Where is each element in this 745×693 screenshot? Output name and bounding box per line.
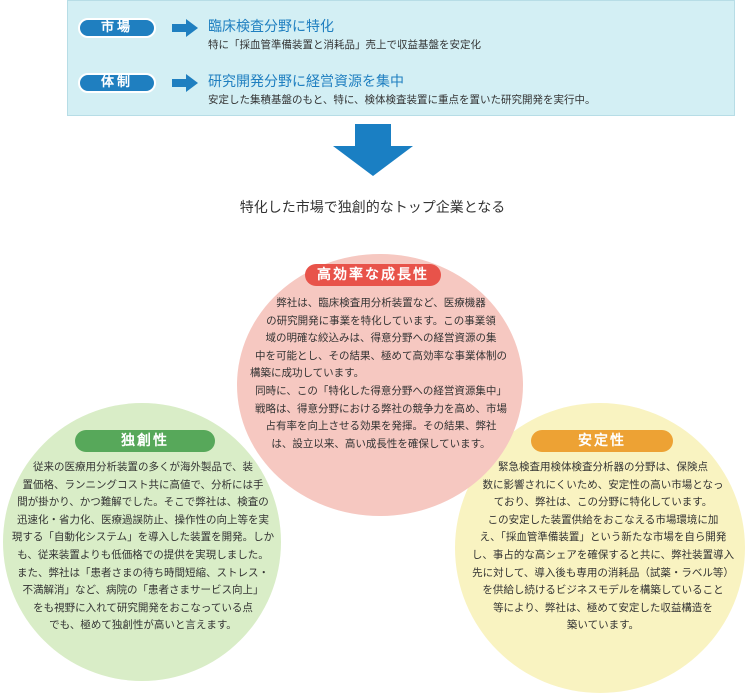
market-title: 臨床検査分野に特化 bbox=[208, 19, 334, 35]
originality-line: をも視野に入れて研究開発をおこなっている点 bbox=[33, 601, 253, 614]
originality-line: 不満解消」など、病院の「患者さまサービス向上」 bbox=[22, 584, 264, 597]
stability-text: 緊急検査用検体検査分析器の分野は、保険点 数に影響されにくいため、安定性の高い市… bbox=[465, 459, 741, 635]
stability-line: 数に影響されにくいため、安定性の高い市場となっ bbox=[482, 478, 724, 491]
market-sub: 特に「採血管準備装置と消耗品」売上で収益基盤を安定化 bbox=[208, 39, 481, 51]
growth-line: の研究開発に事業を特化しています。この事業領 bbox=[266, 314, 496, 327]
originality-badge: 独創性 bbox=[75, 430, 215, 452]
originality-line: 従来の医療用分析装置の多くが海外製品で、装 bbox=[32, 461, 254, 473]
growth-line: 中を可能とし、その結果、極めて高効率な事業体制の bbox=[255, 349, 507, 362]
growth-text: 弊社は、臨床検査用分析装置など、医療機器 の研究開発に事業を特化しています。この… bbox=[238, 295, 524, 453]
structure-title: 研究開発分野に経営資源を集中 bbox=[208, 74, 404, 90]
stability-line: し、事占的な高シェアを確保すると共に、弊社装置導入 bbox=[471, 548, 735, 561]
originality-line: また、弊社は「患者さまの待ち時間短縮、ストレス・ bbox=[17, 566, 269, 579]
growth-line: 域の明確な絞込みは、得意分野への経営資源の集 bbox=[265, 332, 497, 345]
stability-line: ており、弊社は、この分野に特化しています。 bbox=[493, 496, 713, 509]
stability-line: を供給し続けるビジネスモデルを構築していること bbox=[482, 584, 724, 597]
market-tag: 市場 bbox=[78, 18, 156, 38]
growth-line: 弊社は、臨床検査用分析装置など、医療機器 bbox=[276, 297, 486, 309]
originality-line: 置価格、ランニングコスト共に高値で、分析には手 bbox=[22, 478, 264, 491]
stability-line: この安定した装置供給をおこなえる市場環境に加 bbox=[487, 513, 719, 526]
growth-line: 戦略は、得意分野における弊社の競争力を高め、市場 bbox=[255, 402, 507, 415]
originality-line: も、従来装置よりも低価格での提供を実現しました。 bbox=[17, 548, 269, 561]
originality-text: 従来の医療用分析装置の多くが海外製品で、装 置価格、ランニングコスト共に高値で、… bbox=[10, 459, 276, 635]
structure-sub: 安定した集積基盤のもと、特に、検体検査装置に重点を置いた研究開発を実行中。 bbox=[208, 94, 596, 106]
growth-line: 占有率を向上させる効果を発揮。その結果、弊社 bbox=[265, 420, 497, 433]
originality-line: でも、極めて独創性が高いと言えます。 bbox=[49, 619, 237, 632]
originality-line: 現する「自動化システム」を導入した装置を開発。しか bbox=[11, 531, 275, 544]
right-arrow-icon bbox=[172, 74, 198, 92]
stability-line: え、「採血管準備装置」という新たな市場を自ら開発 bbox=[479, 531, 727, 544]
stability-badge: 安定性 bbox=[531, 430, 673, 452]
structure-tag: 体制 bbox=[78, 73, 156, 93]
summary-box: 市場 臨床検査分野に特化 特に「採血管準備装置と消耗品」売上で収益基盤を安定化 … bbox=[67, 0, 735, 116]
originality-line: 間が掛かり、かつ難解でした。そこで弊社は、検査の bbox=[17, 496, 269, 509]
down-arrow-icon bbox=[333, 124, 413, 176]
headline: 特化した市場で独創的なトップ企業となる bbox=[239, 200, 506, 216]
growth-line: は、設立以来、高い成長性を確保しています。 bbox=[271, 437, 491, 450]
growth-circle bbox=[237, 254, 523, 516]
stability-line: 等により、弊社は、極めて安定した収益構造を bbox=[493, 601, 713, 614]
stability-line: 緊急検査用検体検査分析器の分野は、保険点 bbox=[498, 461, 708, 473]
stability-line: 先に対して、導入後も専用の消耗品（試薬・ラベル等） bbox=[472, 566, 734, 579]
growth-line: 同時に、この「特化した得意分野への経営資源集中」 bbox=[255, 384, 507, 397]
growth-line: 構築に成功しています。 bbox=[250, 367, 365, 380]
originality-line: 迅速化・省力化、医療過誤防止、操作性の向上等を実 bbox=[17, 513, 269, 526]
growth-badge: 高効率な成長性 bbox=[305, 264, 441, 286]
right-arrow-icon bbox=[172, 19, 198, 37]
stability-line: 築いています。 bbox=[566, 619, 640, 632]
